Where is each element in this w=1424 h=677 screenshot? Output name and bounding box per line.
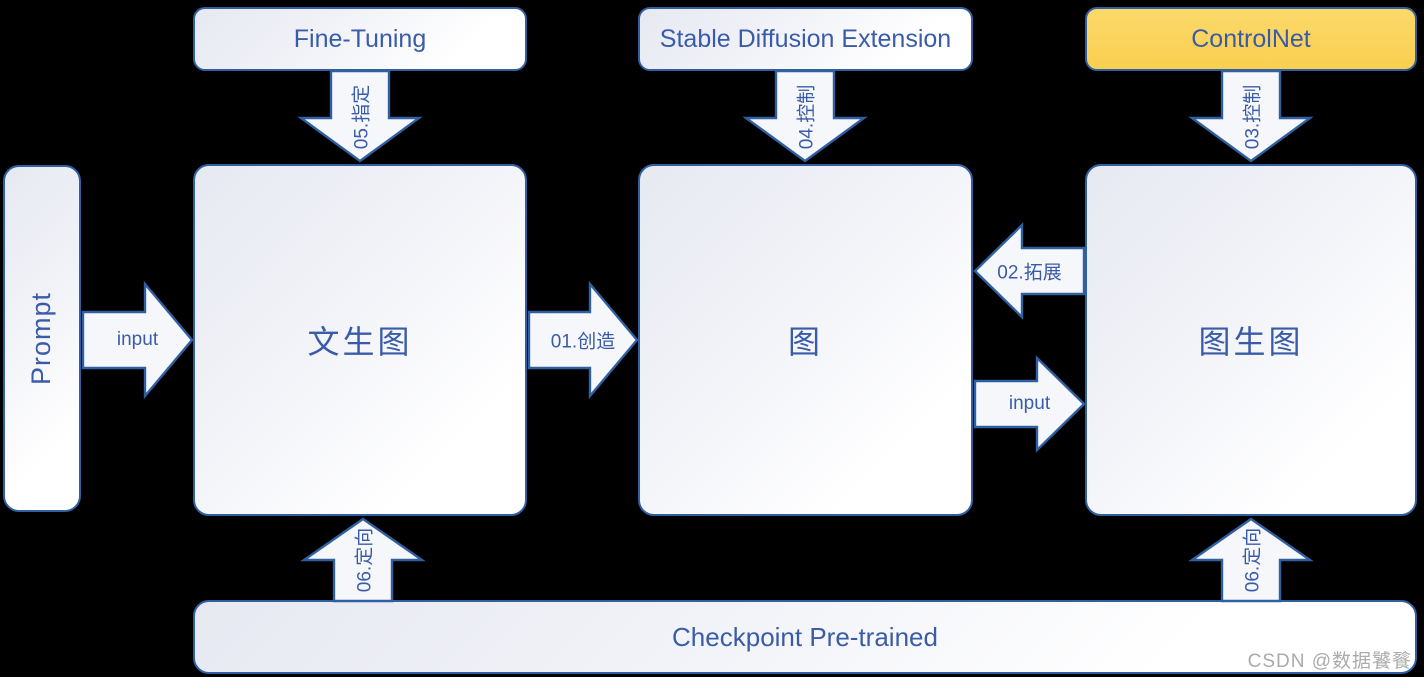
arrow-expand-02: 02.拓展 xyxy=(973,222,1086,320)
up-arrow-icon xyxy=(300,517,426,603)
down-arrow-icon xyxy=(297,69,423,163)
right-arrow-icon xyxy=(81,280,194,400)
node-fine-tuning: Fine-Tuning xyxy=(193,7,527,71)
node-prompt: Prompt xyxy=(3,165,81,512)
arrow-control-04-label: 04.控制 xyxy=(796,84,818,149)
left-arrow-icon xyxy=(973,222,1086,320)
node-image-to-image: 图生图 xyxy=(1085,164,1417,516)
right-arrow-icon xyxy=(973,355,1086,453)
node-text-to-image-label: 文生图 xyxy=(307,324,413,360)
arrow-create-01: 01.创造 xyxy=(527,280,639,400)
node-controlnet: ControlNet xyxy=(1085,7,1417,71)
arrow-direct-06-left: 06.定向 xyxy=(300,517,426,603)
node-image-label: 图 xyxy=(787,324,823,360)
node-stable-diffusion-extension-label: Stable Diffusion Extension xyxy=(659,24,952,53)
node-controlnet-label: ControlNet xyxy=(1191,24,1311,53)
node-prompt-label: Prompt xyxy=(26,291,57,386)
right-arrow-icon xyxy=(527,280,639,400)
arrow-specify-05-down: 05.指定 xyxy=(297,69,423,163)
arrow-direct-06-right-label: 06.定向 xyxy=(1242,527,1264,592)
up-arrow-icon xyxy=(1188,517,1314,603)
arrow-input-image-label: input xyxy=(1008,393,1051,414)
node-text-to-image: 文生图 xyxy=(193,164,527,516)
node-fine-tuning-label: Fine-Tuning xyxy=(293,24,427,53)
arrow-control-03-down: 03.控制 xyxy=(1188,69,1314,163)
arrow-input-image: input xyxy=(973,355,1086,453)
arrow-direct-06-right: 06.定向 xyxy=(1188,517,1314,603)
node-image-to-image-label: 图生图 xyxy=(1198,324,1304,360)
arrow-direct-06-left-label: 06.定向 xyxy=(354,527,376,592)
arrow-specify-05-label: 05.指定 xyxy=(351,84,373,149)
node-checkpoint-pretrained: Checkpoint Pre-trained xyxy=(193,600,1417,674)
arrow-input-prompt-label: input xyxy=(116,329,159,350)
arrow-control-04-down: 04.控制 xyxy=(742,69,868,163)
down-arrow-icon xyxy=(1188,69,1314,163)
down-arrow-icon xyxy=(742,69,868,163)
csdn-watermark: CSDN @数据饕餮 xyxy=(1247,651,1412,672)
arrow-create-01-label: 01.创造 xyxy=(550,331,616,353)
arrow-control-03-label: 03.控制 xyxy=(1242,84,1264,149)
node-image: 图 xyxy=(638,164,973,516)
node-checkpoint-pretrained-label: Checkpoint Pre-trained xyxy=(672,621,938,652)
arrow-expand-02-label: 02.拓展 xyxy=(997,262,1062,284)
arrow-input-prompt: input xyxy=(81,280,194,400)
node-stable-diffusion-extension: Stable Diffusion Extension xyxy=(638,7,973,71)
